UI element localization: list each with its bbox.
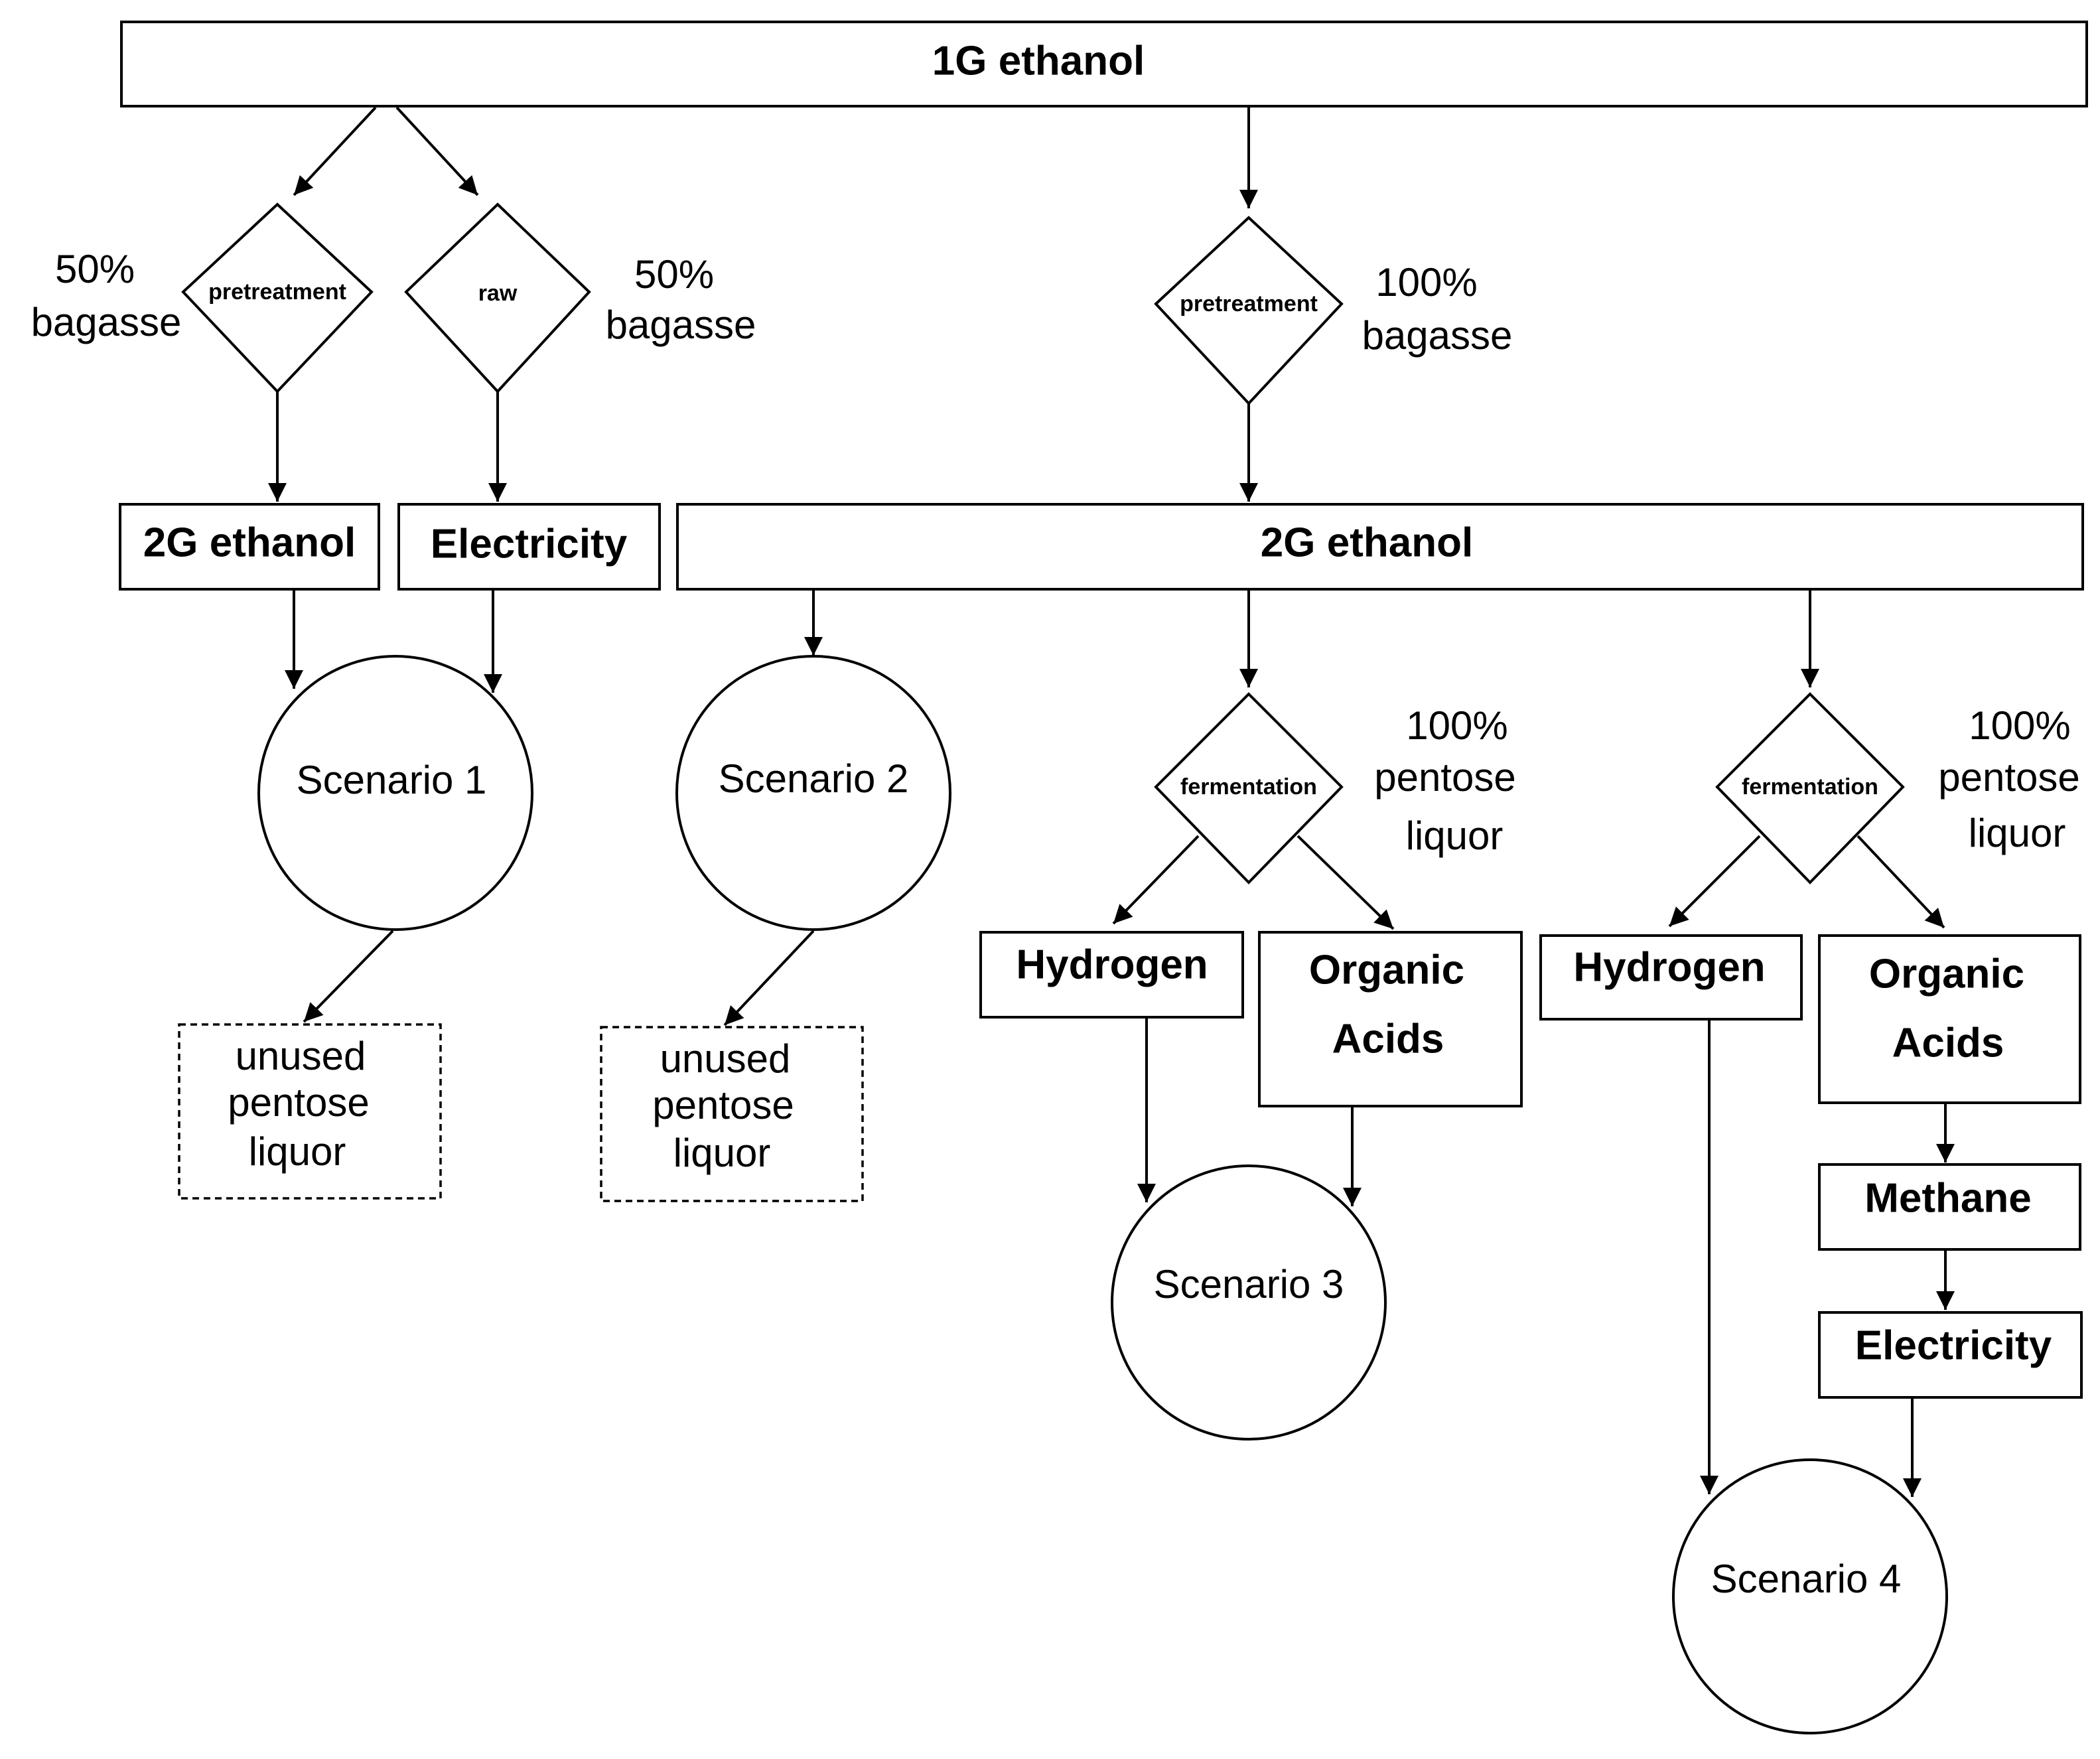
arrow-fermentation-b-to-organic-acids <box>1856 835 1945 929</box>
box-hydrogen-b <box>1539 934 1803 1020</box>
scenario-3-label: Scenario 3 <box>1154 1262 1344 1306</box>
box-unused-pentose-s1 <box>178 1023 442 1200</box>
share-pretreatment-right-material: bagasse <box>1362 313 1513 358</box>
box-hydrogen-a <box>979 931 1244 1019</box>
box-1g-ethanol-label: 1G ethanol <box>932 38 1145 84</box>
box-methane-label: Methane <box>1864 1175 2031 1221</box>
diamond-fermentation-a-label: fermentation <box>1180 774 1317 800</box>
unused-s2-line-1: unused <box>660 1036 791 1081</box>
box-2g-ethanol-left <box>119 503 380 591</box>
diamond-pretreatment-left-label: pretreatment <box>208 279 346 305</box>
unused-s1-line-1: unused <box>236 1034 366 1078</box>
arrow-scenario-1-to-unused <box>303 930 394 1023</box>
diamond-fermentation-b <box>1715 692 1905 884</box>
box-organic-acids-b <box>1818 934 2081 1104</box>
scenario-2-label: Scenario 2 <box>719 756 909 801</box>
scenario-1-label: Scenario 1 <box>297 758 487 802</box>
unused-s1-line-2: pentose <box>228 1080 370 1125</box>
scenario-4-label: Scenario 4 <box>1711 1557 1902 1601</box>
scenario-1-circle <box>257 655 533 931</box>
fermentation-a-share-line-1: 100% <box>1406 703 1507 748</box>
box-unused-pentose-s2 <box>600 1026 864 1202</box>
box-1g-ethanol <box>120 21 2088 107</box>
box-hydrogen-b-label: Hydrogen <box>1573 944 1765 990</box>
share-raw-material: bagasse <box>606 303 756 347</box>
box-organic-acids-a-line-1: Organic <box>1309 947 1464 993</box>
diamond-fermentation-b-label: fermentation <box>1742 774 1878 800</box>
box-organic-acids-b-line-2: Acids <box>1892 1020 2004 1066</box>
scenario-4-circle <box>1672 1458 1948 1734</box>
box-hydrogen-a-label: Hydrogen <box>1016 942 1208 987</box>
arrow-top-to-pretreatment-left <box>293 106 377 196</box>
arrow-fermentation-a-to-organic-acids <box>1296 835 1395 930</box>
box-organic-acids-a-line-2: Acids <box>1332 1016 1444 1062</box>
arrow-scenario-2-to-unused <box>723 930 815 1026</box>
box-electricity-b <box>1818 1311 2083 1399</box>
unused-s2-line-2: pentose <box>652 1083 794 1127</box>
share-pretreatment-right-pct: 100% <box>1375 260 1477 305</box>
box-organic-acids-b-line-1: Organic <box>1869 951 2024 997</box>
box-2g-ethanol-left-label: 2G ethanol <box>143 520 356 565</box>
diamond-raw-label: raw <box>478 281 518 306</box>
arrow-fermentation-b-to-hydrogen <box>1668 835 1761 928</box>
diamond-fermentation-a <box>1154 692 1344 884</box>
box-2g-ethanol-right-label: 2G ethanol <box>1261 520 1473 565</box>
fermentation-b-share-line-1: 100% <box>1969 703 2070 748</box>
unused-s2-line-3: liquor <box>673 1131 771 1175</box>
arrow-fermentation-a-to-hydrogen <box>1112 835 1200 925</box>
box-electricity-b-label: Electricity <box>1855 1322 2052 1368</box>
box-methane <box>1818 1163 2081 1251</box>
share-raw-pct: 50% <box>634 252 714 297</box>
fermentation-b-share-line-2: pentose <box>1938 755 2080 800</box>
fermentation-b-share-line-3: liquor <box>1969 811 2066 855</box>
diamond-pretreatment-right-label: pretreatment <box>1180 291 1318 317</box>
unused-s1-line-3: liquor <box>249 1129 346 1174</box>
arrow-top-to-raw <box>395 106 479 196</box>
box-electricity-left-label: Electricity <box>431 521 628 567</box>
fermentation-a-share-line-2: pentose <box>1374 755 1516 800</box>
box-organic-acids-a <box>1258 931 1523 1107</box>
scenario-2-circle <box>675 655 951 931</box>
box-electricity-left <box>397 503 661 591</box>
fermentation-a-share-line-3: liquor <box>1406 813 1504 858</box>
scenario-3-circle <box>1111 1164 1387 1441</box>
box-2g-ethanol-right <box>676 503 2084 591</box>
share-pretreatment-left-material: bagasse <box>31 300 182 344</box>
share-pretreatment-left-pct: 50% <box>55 247 135 291</box>
